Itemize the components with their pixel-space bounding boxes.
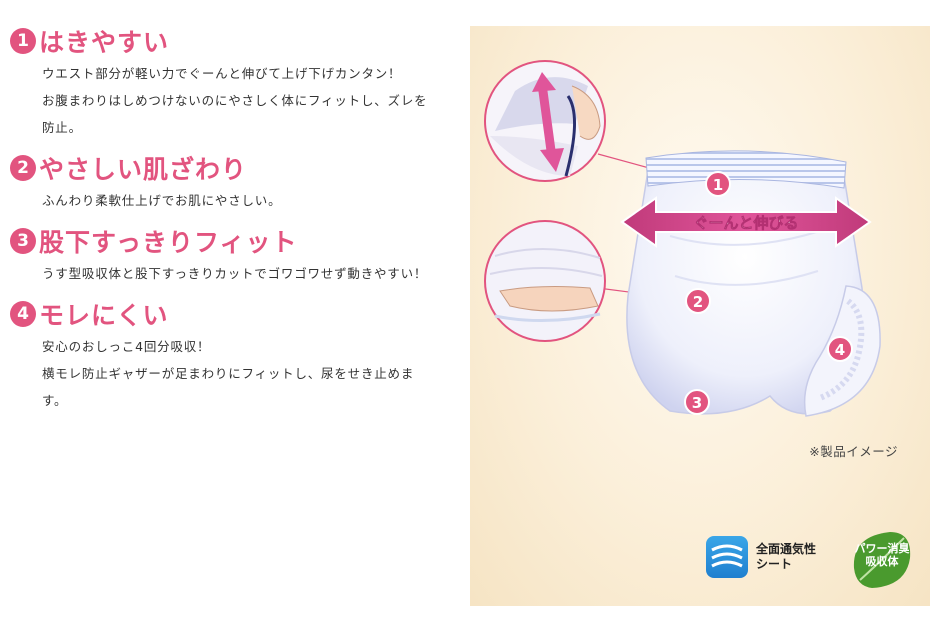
callout-number: 4 [835, 341, 845, 359]
feature-heading: 1 はきやすい [10, 24, 455, 58]
product-illustration-panel: ぐーんと伸びる 1 2 [470, 26, 930, 606]
zoom-circle-fabric [484, 220, 606, 342]
stretch-label: ぐーんと伸びる [693, 214, 798, 232]
power-deodorant-badge: パワー消臭 吸収体 [850, 528, 914, 592]
feature-description: ふんわり柔軟仕上げでお肌にやさしい。 [42, 193, 282, 208]
number-badge: 3 [10, 228, 36, 254]
feature-title: モレにくい [39, 301, 169, 330]
callout-1: 1 [705, 171, 731, 197]
feature-item-2: 2 やさしい肌ざわり ふんわり柔軟仕上げでお肌にやさしい。 [10, 151, 455, 214]
breathable-sheet-label: 全面通気性 シート [756, 542, 817, 571]
power-deodorant-label: パワー消臭 吸収体 [854, 542, 910, 568]
number-badge: 2 [10, 155, 36, 181]
feature-heading: 2 やさしい肌ざわり [10, 151, 455, 185]
feature-heading: 3 股下すっきりフィット [10, 224, 455, 258]
callout-3: 3 [684, 389, 710, 415]
callout-2: 2 [685, 288, 711, 314]
leaf-icon [853, 532, 911, 588]
feature-item-4: 4 モレにくい 安心のおしっこ4回分吸収！ 横モレ防止ギャザーが足まわりにフィッ… [10, 297, 455, 414]
zoom-circle-waist [484, 60, 606, 182]
product-image-caption: ※製品イメージ [809, 444, 898, 459]
feature-title: 股下すっきりフィット [39, 228, 298, 257]
feature-item-3: 3 股下すっきりフィット うす型吸収体と股下すっきりカットでゴワゴワせず動きやす… [10, 224, 455, 287]
number-badge: 4 [10, 301, 36, 327]
feature-description: ウエスト部分が軽い力でぐーんと伸びて上げ下げカンタン！ お腹まわりはしめつけない… [42, 66, 428, 135]
stretch-arrow: ぐーんと伸びる [620, 196, 872, 248]
number-badge: 1 [10, 28, 36, 54]
feature-item-1: 1 はきやすい ウエスト部分が軽い力でぐーんと伸びて上げ下げカンタン！ お腹まわ… [10, 24, 455, 141]
callout-number: 1 [713, 176, 723, 194]
feature-description: うす型吸収体と股下すっきりカットでゴワゴワせず動きやすい！ [42, 266, 428, 281]
breathable-sheet-icon [706, 536, 748, 578]
feature-heading: 4 モレにくい [10, 297, 455, 331]
feature-description: 安心のおしっこ4回分吸収！ 横モレ防止ギャザーが足まわりにフィットし、尿をせき止… [42, 339, 415, 408]
callout-number: 2 [693, 293, 703, 311]
callout-4: 4 [827, 336, 853, 362]
feature-list: 1 はきやすい ウエスト部分が軽い力でぐーんと伸びて上げ下げカンタン！ お腹まわ… [10, 24, 455, 424]
feature-title: はきやすい [39, 28, 170, 57]
breathable-sheet-badge: 全面通気性 シート [706, 536, 816, 578]
product-illustration: ぐーんと伸びる 1 2 [484, 60, 881, 417]
feature-title: やさしい肌ざわり [39, 155, 248, 184]
callout-number: 3 [692, 394, 702, 412]
diaper-illustration [626, 150, 881, 417]
